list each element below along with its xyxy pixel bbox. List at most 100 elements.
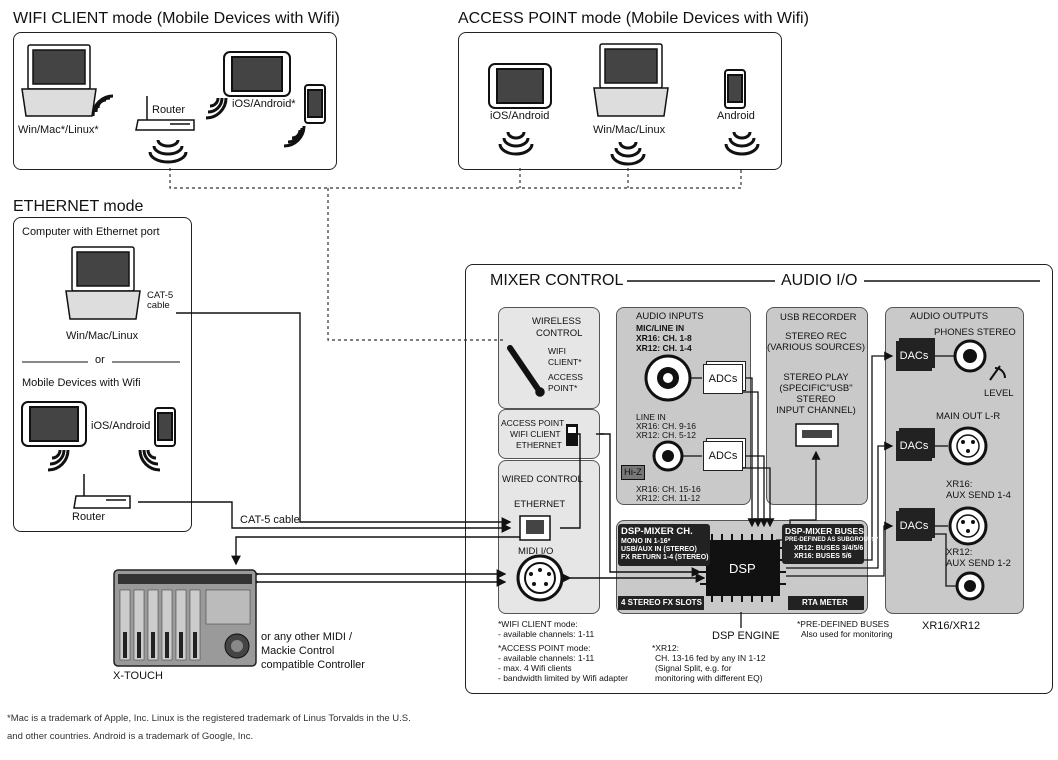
dsp-chip-icon (700, 534, 786, 602)
antenna-icon (507, 345, 545, 397)
rta-meter-label: RTA METER (802, 598, 848, 607)
phones-jack-icon (953, 339, 987, 373)
xlr-aux-send-icon (948, 506, 988, 546)
ethernet-mobile-label: iOS/Android (91, 420, 151, 432)
stereo-play-label-1: STEREO PLAY (783, 372, 849, 383)
note-ap-2: - available channels: 1-11 (498, 653, 595, 663)
hiz-channels-label-1: XR16: CH. 15-16 (636, 484, 701, 494)
ethernet-title: ETHERNET mode (13, 198, 144, 215)
audio-io-title: AUDIO I/O (781, 272, 858, 289)
usb-port-icon (795, 423, 839, 447)
line-in-label-3: XR12: CH. 5-12 (636, 430, 696, 440)
laptop-icon-ethernet (65, 246, 141, 320)
stereo-rec-label-1: STEREO REC (785, 331, 847, 342)
aux-xr16-label-2: AUX SEND 1-4 (946, 490, 1011, 501)
combo-input-jack-icon (644, 354, 692, 402)
cat5-cable-long-label: CAT-5 cable (240, 514, 300, 526)
footer-trademark-2: and other countries. Android is a tradem… (7, 731, 254, 742)
phone-icon-access-point (724, 69, 746, 109)
note-buses-1: *PRE-DEFINED BUSES (797, 619, 890, 629)
hiz-channels-label-2: XR12: CH. 11-12 (636, 493, 701, 503)
audio-inputs-label: AUDIO INPUTS (636, 311, 704, 322)
note-ap-3: - max. 4 Wifi clients (498, 663, 572, 673)
access-point-option-2: POINT* (548, 383, 578, 393)
note-xr12-1: *XR12: (652, 643, 679, 653)
tablet-icon-access-point (488, 63, 552, 109)
line-in-label-2: XR16: CH. 9-16 (636, 421, 696, 431)
audio-outputs-label: AUDIO OUTPUTS (910, 311, 989, 322)
access-point-title: ACCESS POINT mode (Mobile Devices with W… (458, 10, 809, 27)
midi-io-label: MIDI I/O (518, 546, 554, 557)
note-ap-4: - bandwidth limited by Wifi adapter (498, 673, 628, 683)
main-out-label: MAIN OUT L-R (936, 411, 1001, 422)
dsp-mixer-ch-panel (618, 524, 710, 566)
aux-xr12-label-2: AUX SEND 1-2 (946, 558, 1011, 569)
dsp-ch-label-2: USB/AUX IN (STEREO) (621, 546, 697, 553)
wired-control-label: WIRED CONTROL (502, 474, 583, 485)
phone-icon-ethernet (154, 407, 176, 447)
wifi-client-option-2: CLIENT* (548, 357, 582, 367)
note-xr12-3: (Signal Split, e.g. for (655, 663, 732, 673)
ethernet-computer-heading: Computer with Ethernet port (22, 226, 160, 238)
wifi-client-router-label: Router (152, 104, 186, 116)
hiz-label: Hi-Z (621, 465, 645, 480)
mixer-control-title: MIXER CONTROL (490, 272, 628, 290)
line-input-jack-icon (652, 440, 684, 472)
phone-icon-wifi-client (304, 84, 326, 124)
access-point-computer-label: Win/Mac/Linux (593, 124, 666, 136)
access-point-tablet-label: iOS/Android (490, 110, 550, 122)
wifi-client-title: WIFI CLIENT mode (Mobile Devices with Wi… (13, 10, 340, 27)
dsp-mixer-ch-label: DSP-MIXER CH. (621, 526, 693, 537)
dsp-mixer-buses-panel (782, 524, 864, 564)
footer-trademark-1: *Mac is a trademark of Apple, Inc. Linux… (7, 713, 411, 724)
wifi-client-computer-label: Win/Mac*/Linux* (18, 124, 99, 136)
dacs-phones-box: DACs (896, 341, 932, 371)
rta-meter-panel (788, 596, 864, 610)
network-switch-box (498, 409, 600, 459)
router-icon-wifi-client (135, 96, 195, 131)
note-buses-2: Also used for monitoring (801, 629, 893, 639)
mic-line-label-3: XR12: CH. 1-4 (636, 343, 692, 353)
fx-slots-label: 4 STEREO FX SLOTS (621, 598, 702, 607)
ethernet-computer-label: Win/Mac/Linux (66, 330, 139, 342)
ethernet-port-label: ETHERNET (514, 499, 566, 510)
tablet-icon-ethernet (21, 401, 87, 447)
model-label: XR16/XR12 (922, 620, 981, 632)
note-ap-1: *ACCESS POINT mode: (498, 643, 591, 653)
router-icon-ethernet (73, 474, 131, 509)
fx-slots-panel (618, 596, 704, 610)
access-point-phone-label: Android (717, 110, 755, 122)
ethernet-mobile-heading: Mobile Devices with Wifi (22, 377, 141, 389)
adcs-mic-box: ADCs (703, 364, 743, 394)
dacs-main-box: DACs (896, 431, 932, 461)
switch-ethernet-label: ETHERNET (516, 440, 562, 450)
xtouch-other-2: Mackie Control (261, 645, 335, 657)
ethernet-port-icon (519, 515, 551, 541)
midi-connector-icon (516, 554, 564, 602)
stereo-play-label-4: INPUT CHANNEL) (776, 405, 856, 416)
level-knob-icon (989, 365, 1006, 381)
switch-wifi-client-label: WIFI CLIENT (510, 429, 561, 439)
cat5-cable-label-2: cable (147, 300, 170, 311)
xtouch-other-1: or any other MIDI / (261, 631, 353, 643)
mic-line-label-2: XR16: CH. 1-8 (636, 333, 692, 343)
laptop-icon-access-point (593, 43, 669, 117)
wifi-link-lines (169, 168, 742, 341)
stereo-play-label-2: (SPECIFIC"USB" (779, 383, 853, 394)
dsp-mixer-buses-label: DSP-MIXER BUSES (785, 526, 864, 536)
phones-stereo-label: PHONES STEREO (934, 327, 1016, 338)
xlr-main-out-icon (948, 426, 988, 466)
wifi-signal-icons (47, 94, 760, 472)
xtouch-controller-icon (113, 569, 257, 667)
line-in-label-1: LINE IN (636, 412, 666, 422)
xtouch-other-3: compatible Controller (261, 659, 365, 671)
aux-jack-icon (955, 571, 985, 601)
mode-switch-icon (566, 424, 578, 446)
access-point-option-1: ACCESS (548, 372, 583, 382)
dsp-bus-label-3: XR16: BUSES 5/6 (794, 553, 852, 560)
laptop-icon-wifi-client (21, 44, 97, 117)
switch-access-point-label: ACCESS POINT (501, 418, 565, 428)
dsp-ch-label-3: FX RETURN 1-4 (STEREO) (621, 554, 709, 561)
ethernet-or-label: or (95, 354, 105, 366)
